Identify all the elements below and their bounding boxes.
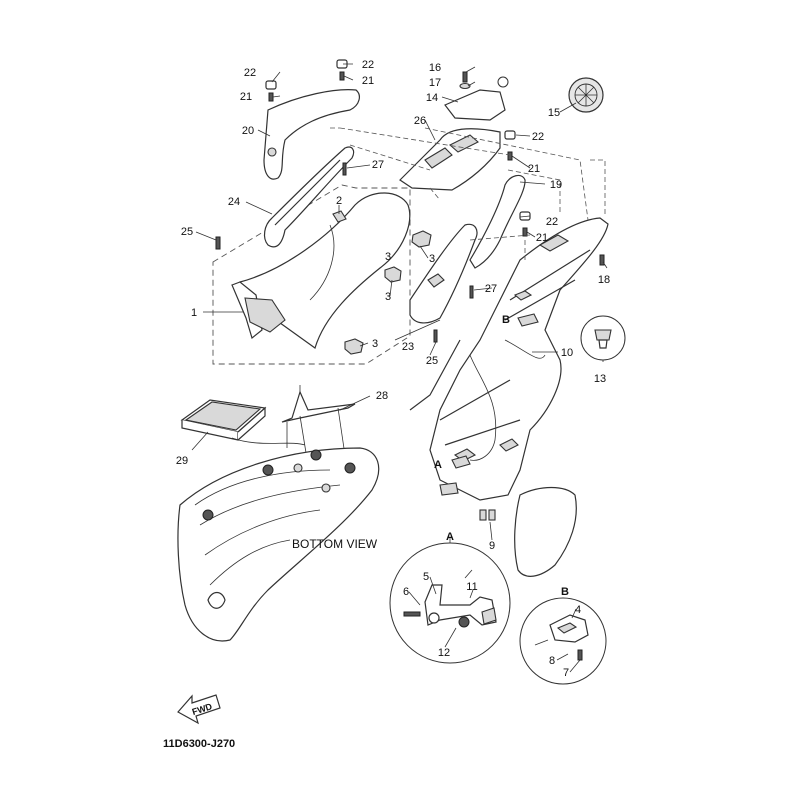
callout-28[interactable]: 28 — [376, 390, 388, 402]
callout-15[interactable]: 15 — [548, 107, 560, 119]
washer-17[interactable] — [459, 82, 471, 90]
bolt-27-lower[interactable] — [469, 285, 474, 299]
bolt-27-upper[interactable] — [342, 162, 347, 176]
callout-8[interactable]: 8 — [549, 655, 555, 667]
callout-14[interactable]: 14 — [426, 92, 438, 104]
seat-hook-2[interactable] — [332, 210, 347, 223]
callout-22-c[interactable]: 22 — [532, 131, 544, 143]
frame-marker-b-label: B — [502, 314, 510, 326]
cable-holder-assembly[interactable] — [534, 614, 589, 661]
callout-25-a[interactable]: 25 — [181, 226, 193, 238]
callout-21-d[interactable]: 21 — [536, 232, 548, 244]
alignment-lines — [330, 127, 606, 260]
seat-lock-cable[interactable] — [469, 339, 546, 461]
reflector-cap-15[interactable] — [568, 77, 604, 113]
callout-2[interactable]: 2 — [336, 195, 342, 207]
grab-bar-right[interactable] — [469, 174, 526, 269]
screw-16[interactable] — [462, 71, 468, 83]
washer-21-a[interactable] — [268, 92, 274, 102]
callout-24[interactable]: 24 — [228, 196, 240, 208]
callout-22-a[interactable]: 22 — [244, 67, 256, 79]
callout-leaders — [191, 63, 608, 673]
grab-bar-cover[interactable] — [263, 146, 355, 248]
callout-22-b[interactable]: 22 — [362, 59, 374, 71]
callout-4[interactable]: 4 — [575, 604, 581, 616]
seat-lock-assembly[interactable] — [403, 569, 497, 628]
washer-21-c[interactable] — [507, 151, 513, 161]
callout-3-d[interactable]: 3 — [385, 251, 391, 263]
drawing-code: 11D6300-J270 — [163, 738, 235, 750]
washer-21-b[interactable] — [339, 71, 345, 81]
bottom-view-label: BOTTOM VIEW — [292, 537, 378, 551]
callout-9[interactable]: 9 — [489, 540, 495, 552]
grommet-13[interactable] — [580, 315, 626, 361]
cushion-3c[interactable] — [344, 338, 364, 355]
callout-5[interactable]: 5 — [423, 571, 429, 583]
callout-16[interactable]: 16 — [429, 62, 441, 74]
callout-20[interactable]: 20 — [242, 125, 254, 137]
callout-1[interactable]: 1 — [191, 307, 197, 319]
cap-22-a[interactable] — [265, 80, 277, 90]
cushion-3b[interactable] — [384, 266, 402, 283]
bracket-14[interactable] — [444, 89, 506, 121]
callout-25-b[interactable]: 25 — [426, 355, 438, 367]
bolt-18[interactable] — [599, 254, 605, 266]
strap-leaders — [231, 407, 347, 466]
callout-17[interactable]: 17 — [429, 77, 441, 89]
rear-fender-bottom-view[interactable] — [177, 447, 380, 642]
callout-3-a[interactable]: 3 — [429, 253, 435, 265]
cushion-3a[interactable] — [411, 230, 432, 248]
callout-10[interactable]: 10 — [561, 347, 573, 359]
callout-12[interactable]: 12 — [438, 647, 450, 659]
bolt-25-left[interactable] — [215, 236, 221, 250]
callout-27-a[interactable]: 27 — [372, 159, 384, 171]
callout-7[interactable]: 7 — [563, 667, 569, 679]
detail-b-circle — [519, 597, 607, 685]
detail-a-circle — [389, 537, 511, 664]
bolt-25-right[interactable] — [433, 329, 438, 343]
frame-marker-a-label: A — [434, 459, 442, 471]
callout-21-c[interactable]: 21 — [528, 163, 540, 175]
callout-29[interactable]: 29 — [176, 455, 188, 467]
toolkit-strap[interactable] — [281, 385, 356, 423]
callout-21-b[interactable]: 21 — [362, 75, 374, 87]
callout-21-a[interactable]: 21 — [240, 91, 252, 103]
side-cover[interactable] — [409, 223, 478, 324]
washer-21-d[interactable] — [522, 227, 528, 237]
o-ring[interactable] — [497, 76, 509, 88]
detail-b-label: B — [561, 586, 569, 598]
callout-6[interactable]: 6 — [403, 586, 409, 598]
owners-toolkit[interactable] — [180, 399, 267, 441]
seat-group-outline — [212, 184, 411, 365]
rear-carrier-plate[interactable] — [399, 128, 501, 191]
callout-23[interactable]: 23 — [402, 341, 414, 353]
connector-9[interactable] — [479, 509, 496, 521]
rear-frame[interactable] — [409, 217, 609, 501]
callout-3-b[interactable]: 3 — [385, 291, 391, 303]
grab-bar-left[interactable] — [263, 89, 360, 180]
seat[interactable] — [231, 192, 411, 349]
rear-fender-inner[interactable] — [514, 486, 577, 577]
detail-a-label: A — [446, 531, 454, 543]
callout-27-b[interactable]: 27 — [485, 283, 497, 295]
marker-a-frame[interactable] — [451, 455, 471, 469]
callout-26[interactable]: 26 — [414, 115, 426, 127]
callout-3-c[interactable]: 3 — [372, 338, 378, 350]
cap-22-c[interactable] — [504, 130, 516, 140]
fwd-arrow-icon: FWD — [177, 694, 221, 725]
callout-19[interactable]: 19 — [550, 179, 562, 191]
callout-22-d[interactable]: 22 — [546, 216, 558, 228]
marker-b-frame[interactable] — [517, 313, 539, 327]
callout-18[interactable]: 18 — [598, 274, 610, 286]
callout-11[interactable]: 11 — [466, 581, 477, 593]
callout-13[interactable]: 13 — [594, 373, 606, 385]
